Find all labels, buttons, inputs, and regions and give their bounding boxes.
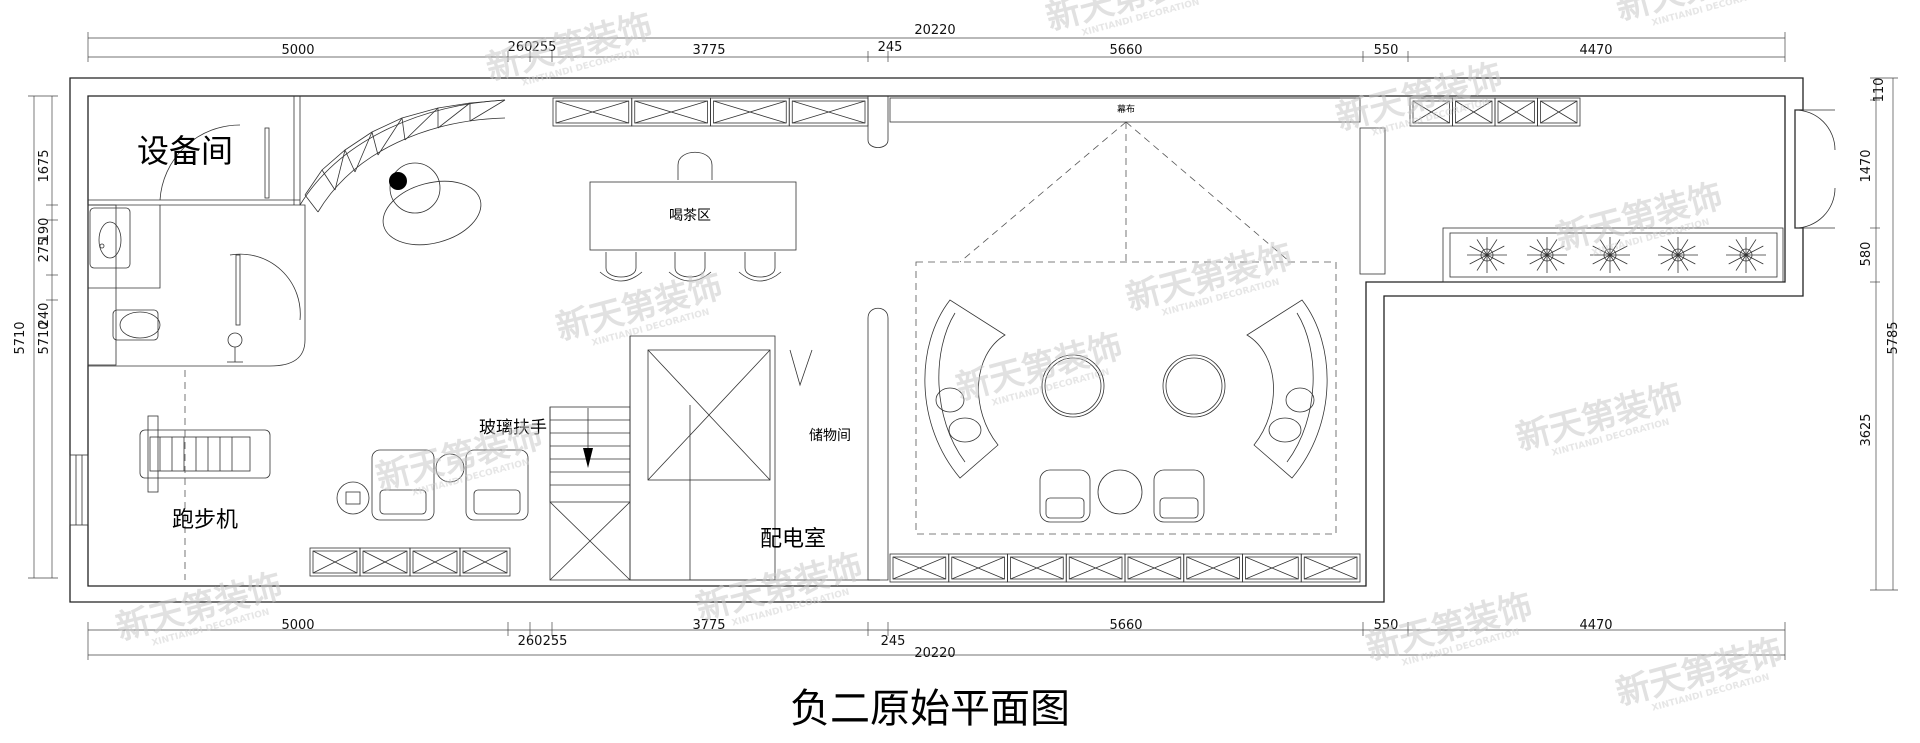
drawing-title: 负二原始平面图: [790, 686, 1070, 732]
dim-right-1: 110: [1872, 78, 1887, 103]
dim-left-total2: 5710: [37, 321, 52, 354]
planter: [1442, 227, 1784, 283]
treadmill: [139, 370, 271, 580]
dim-top-seg2: 260: [508, 40, 533, 55]
dim-right-2: 1470: [1859, 149, 1874, 182]
cabinet-unit: [1183, 553, 1243, 583]
cabinet-unit: [1494, 97, 1538, 127]
cabinet-unit: [1537, 97, 1581, 127]
dim-top-seg3: 255: [532, 40, 557, 55]
plant-icon: [1590, 237, 1630, 273]
dim-top-seg7: 550: [1374, 43, 1399, 58]
dim-bottom-seg8: 4470: [1579, 618, 1612, 633]
armchairs: [336, 449, 529, 521]
cabinet-unit: [1007, 553, 1067, 583]
room-equipment: 设备间: [137, 132, 233, 170]
dim-bottom-seg2: 260: [518, 634, 543, 649]
cabinet-unit: [889, 553, 950, 583]
cabinet-unit: [710, 97, 790, 127]
cabinet-unit: [309, 547, 361, 577]
cabinet-unit: [788, 97, 869, 127]
dim-left-4: 240: [37, 303, 52, 328]
dim-top-total: 20220: [914, 23, 955, 38]
cabinet-unit: [359, 547, 411, 577]
left-dimensions: 5710 1675 190 275 240 5710: [13, 95, 58, 579]
cabinets: [309, 97, 1581, 583]
dim-bottom-seg1: 5000: [281, 618, 314, 633]
right-dimensions: 110 1470 580 3625 5785: [1859, 78, 1901, 591]
cabinet-unit: [409, 547, 461, 577]
bottom-dimensions: 5000 260 255 3775 245 5660 550 4470 2022…: [87, 618, 1786, 661]
room-treadmill: 跑步机: [172, 508, 238, 533]
cabinet-unit: [631, 97, 711, 127]
cabinet-unit: [1065, 553, 1126, 583]
dim-right-3: 580: [1859, 242, 1874, 267]
dim-left-total: 5710: [13, 321, 28, 354]
dim-bottom-seg3: 255: [543, 634, 568, 649]
dim-top-seg8: 4470: [1579, 43, 1612, 58]
bathroom: [89, 124, 301, 363]
dim-bottom-seg6: 5660: [1109, 618, 1142, 633]
dim-right-total: 5785: [1886, 321, 1901, 354]
dim-top-seg4: 3775: [692, 43, 725, 58]
lounge-area: 幕布: [889, 97, 1361, 535]
curtain-label: 幕布: [1117, 103, 1135, 115]
dim-left-1: 1675: [37, 149, 52, 182]
dim-top-seg6: 5660: [1109, 43, 1142, 58]
swing-chair: [382, 162, 482, 246]
staircase: [549, 349, 813, 581]
room-storage: 储物间: [809, 428, 851, 444]
dim-bottom-seg5: 245: [881, 634, 906, 649]
dim-bottom-total: 20220: [914, 646, 955, 661]
room-power: 配电室: [760, 527, 826, 552]
plant-icon: [1658, 237, 1698, 273]
dim-left-3: 275: [37, 238, 52, 263]
curved-rail: [299, 99, 506, 213]
dim-top-seg5: 245: [878, 40, 903, 55]
top-dimensions: 20220 5000 260 255 3775 245 5660 550 447…: [87, 23, 1786, 62]
tea-table: [589, 152, 797, 282]
room-glass-rail: 玻璃扶手: [479, 418, 547, 438]
plant-icon: [1467, 237, 1507, 273]
cabinet-unit: [459, 547, 511, 577]
plant-icon: [1726, 237, 1766, 273]
cabinet-unit: [552, 97, 633, 127]
room-tea: 喝茶区: [669, 208, 711, 224]
plant-icon: [1527, 237, 1567, 273]
walls: [69, 77, 1836, 603]
cabinet-unit: [1242, 553, 1302, 583]
cabinet-unit: [1124, 553, 1185, 583]
dim-right-4: 3625: [1859, 413, 1874, 446]
dim-top-seg1: 5000: [281, 43, 314, 58]
dim-bottom-seg7: 550: [1374, 618, 1399, 633]
dim-bottom-seg4: 3775: [692, 618, 725, 633]
cabinet-unit: [1300, 553, 1361, 583]
cabinet-unit: [948, 553, 1008, 583]
dim-left-2: 190: [37, 218, 52, 243]
